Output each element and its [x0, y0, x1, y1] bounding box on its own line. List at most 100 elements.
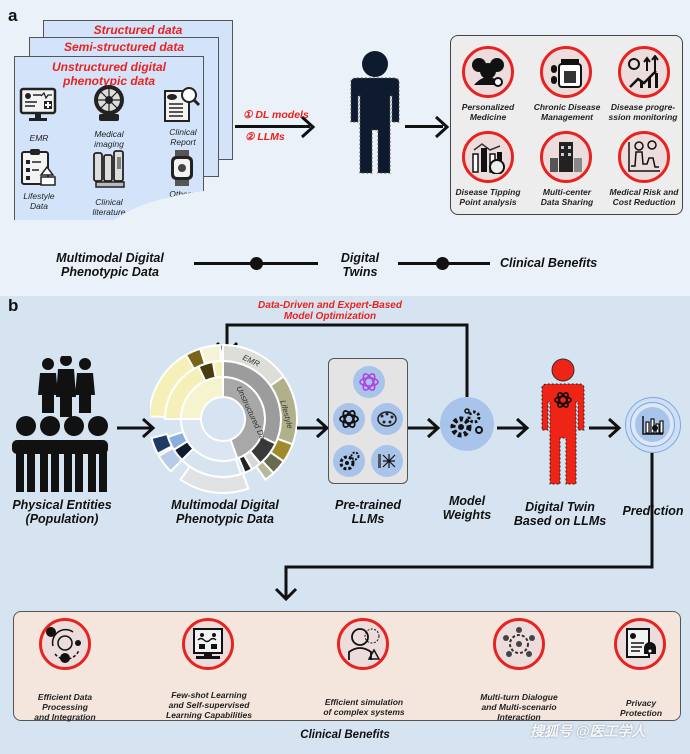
benefit-label: Efficient simulation of complex systems: [299, 697, 429, 717]
medicine-jar-icon: [551, 59, 582, 88]
stage-label-line1: Model: [448, 494, 486, 508]
people-gear-icon: [472, 58, 504, 87]
llm-model-icon: [353, 366, 385, 398]
arrow-icon: [589, 417, 622, 439]
benefit-label: Multi-turn Dialogue and Multi-scenario I…: [469, 692, 569, 722]
stage-label-line1: Multimodal Digital: [171, 498, 279, 512]
gears-icon: [339, 451, 360, 471]
flow-label-clinical-benefits: Clinical Benefits: [500, 256, 598, 270]
sunburst-segment: [254, 460, 275, 482]
stage-label-pretrained-llms: Pre-trained LLMs: [318, 498, 418, 526]
benefit-label-line: and Integration: [34, 712, 96, 722]
panel-b-label: b: [8, 296, 19, 315]
benefit-label-line: Few-shot Learning: [171, 690, 247, 700]
benefit-label-line: Privacy: [625, 698, 657, 708]
benefit-label: Disease progre-ssion monitoring: [608, 102, 678, 122]
digital-twin-person-icon: [350, 51, 400, 174]
arrow-twin-to-benefits: [405, 125, 443, 128]
benefit-icon-ring: [182, 618, 234, 670]
books-icon: [91, 149, 127, 189]
benefit-icon-ring: [462, 131, 514, 183]
sunburst-segment: [211, 359, 224, 379]
doctor-warning-icon: [348, 628, 381, 660]
llm-model-icon: [371, 403, 403, 435]
stage-label-line1: Physical Entities: [12, 498, 112, 512]
benefit-label-line: Interaction: [497, 712, 541, 722]
stage-label-model-weights: Model Weights: [430, 494, 504, 522]
stage-label-line2: (Population): [25, 512, 99, 526]
benefit-label-line: Protection: [619, 708, 663, 718]
arrowhead-icon: [434, 115, 450, 139]
llm-model-icon: [371, 445, 403, 477]
stage-label-line1: Pre-trained: [335, 498, 401, 512]
arrow-icon: [497, 417, 530, 439]
benefit-label-line: and Multi-scenario: [481, 702, 557, 712]
llm-digital-twin-person-icon: [541, 358, 585, 485]
arrow-icon: [408, 417, 441, 439]
population-icon: [12, 356, 108, 492]
sunburst-segment: [237, 454, 254, 475]
model-weights-icon-circle: [440, 397, 494, 451]
flow-label-digital-twins-line2: Twins: [342, 265, 378, 279]
clinical-benefits-title: Clinical Benefits: [300, 729, 390, 741]
mri-scanner-icon: [91, 83, 127, 123]
clinical-benefits-box-b: Efficient Data Processing and Integratio…: [13, 611, 681, 722]
network-people-icon: [503, 627, 535, 657]
feedback-label-line2: Model Optimization: [283, 311, 377, 322]
stage-label-digital-twin: Digital Twin Based on LLMs: [505, 500, 615, 528]
bar-gauge-icon: [472, 143, 505, 174]
sheet-structured-title: Structured data: [93, 23, 183, 37]
arrow-icon: [117, 417, 156, 439]
benefit-icon-ring: [614, 618, 666, 670]
benefit-label: Efficient Data Processing and Integratio…: [9, 692, 121, 722]
flow-label-multimodal-line2: Phenotypic Data: [61, 265, 159, 279]
benefit-label-line: Efficient Data: [37, 692, 93, 702]
data-label-emr: EMR: [29, 133, 49, 143]
stage-label-line2: Based on LLMs: [513, 514, 607, 528]
panel-b: b Data-Driven and Expert-Based Model Opt…: [0, 296, 690, 754]
stage-label-line2: Weights: [442, 508, 492, 522]
monitor-learning-icon: [193, 628, 223, 659]
flow-dot-2: [436, 257, 449, 270]
prediction-icon-ring: [625, 397, 681, 453]
prediction-to-benefits-arrow: [274, 453, 654, 602]
arrow-data-to-twin: [235, 125, 310, 128]
benefit-label-line: Efficient simulation: [324, 697, 404, 707]
benefit-icon-ring: [337, 618, 389, 670]
benefit-icon-ring: [493, 618, 545, 670]
flow-dot-1: [250, 257, 263, 270]
report-search-icon: [163, 85, 201, 125]
feedback-label-line1: Data-Driven and Expert-Based: [258, 300, 402, 311]
flow-label-multimodal-line1: Multimodal Digital: [56, 251, 164, 265]
benefit-icon-ring: [618, 131, 670, 183]
stage-label-physical-entities: Physical Entities (Population): [2, 498, 122, 526]
stage-label-line1: Digital Twin: [525, 500, 595, 514]
panel-a-label: a: [8, 6, 18, 25]
benefit-label-line: and Self-supervised: [168, 700, 250, 710]
document-lock-icon: [626, 628, 656, 658]
benefit-label-line: Processing: [42, 702, 88, 712]
openai-logo-purple-icon: [359, 373, 379, 391]
monitor-health-icon: [19, 87, 59, 123]
gears-icon: [450, 408, 483, 438]
method-label-llm: ② LLMs: [245, 131, 285, 143]
sheet-unstructured-title-line2: phenotypic data: [62, 74, 155, 88]
sheet-unstructured-title: Unstructured digital phenotypic data: [15, 60, 203, 88]
openai-logo-icon: [339, 410, 359, 428]
data-orbit-icon: [46, 627, 81, 663]
arrow-icon: [297, 417, 330, 439]
benefit-icon-ring: [540, 46, 592, 98]
benefit-icon-ring: [540, 131, 592, 183]
benefit-icon-ring: [462, 46, 514, 98]
clipboard-plant-icon: [19, 147, 59, 187]
risk-chart-icon: [628, 140, 660, 172]
sunburst-segment: [179, 465, 250, 494]
